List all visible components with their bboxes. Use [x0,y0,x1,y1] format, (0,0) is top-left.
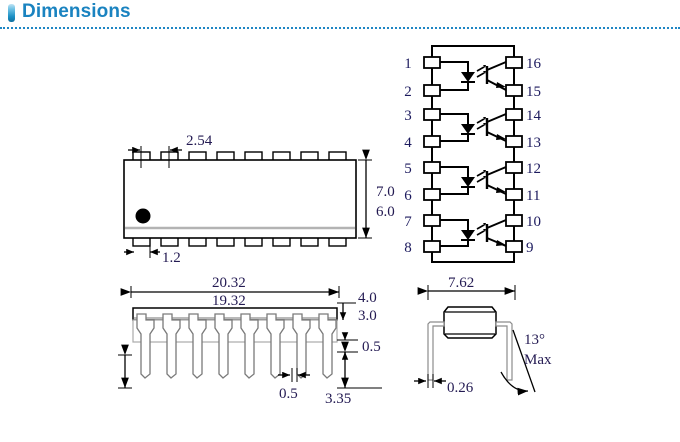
dim-lead-width: 0.5 [279,386,298,402]
dim-lead-span: 7.62 [448,275,474,291]
internal-schematic: 1 2 3 4 5 6 7 8 16 15 14 13 12 11 10 9 [404,45,542,263]
top-view: 2.54 1.2 7.0 6.0 [123,133,395,266]
dim-standoff: 0.5 [362,339,381,355]
top-view-body [123,159,357,239]
pin-label-12: 12 [526,161,541,177]
pin1-dot-marker [135,208,151,224]
pin-label-11: 11 [526,188,540,204]
led-symbol [461,230,475,240]
led-symbol [461,124,475,134]
transistor-emitter-arrow [496,134,506,140]
schematic-left-pads [423,56,441,253]
dim-height-min: 3.0 [358,308,377,324]
pin-label-15: 15 [526,84,541,100]
front-view: 20.32 19.32 [118,275,382,407]
schematic-body-outline [431,45,515,263]
pin-label-14: 14 [526,108,542,124]
dim-overall-length: 20.32 [212,275,246,291]
pin-label-10: 10 [526,214,541,230]
page-title: Dimensions [22,1,131,22]
schematic-channel-4 [440,219,507,247]
transistor-emitter-arrow [496,82,506,88]
dim-body-width-max: 7.0 [376,184,395,200]
pin-label-8: 8 [404,240,412,256]
end-view: 7.62 0.26 13° Max [414,275,552,396]
pin-label-13: 13 [526,135,541,151]
pin-label-9: 9 [526,240,534,256]
led-symbol [461,177,475,187]
dim-seating-plane: 3.35 [325,391,351,407]
schematic-channel-3 [440,166,507,195]
schematic-channel-2 [440,113,507,142]
end-view-lead-right [495,321,513,381]
section-header: Dimensions [0,0,680,30]
dim-lead-thickness: 0.26 [447,380,474,396]
pin-label-1: 1 [404,56,412,72]
front-view-leads [136,313,337,379]
front-view-body-lower [132,319,338,343]
transistor-emitter-arrow [496,187,506,193]
dim-body-width-min: 6.0 [376,204,395,220]
pin-label-16: 16 [526,56,542,72]
schematic-channel-1 [440,61,507,91]
transistor-emitter-arrow [496,240,506,246]
dim-pin-pitch: 2.54 [186,133,213,149]
pin-label-6: 6 [404,188,412,204]
dim-lead-angle-note: Max [524,352,552,368]
dim-lead-angle: 13° [524,332,545,348]
pin-label-5: 5 [404,161,412,177]
pin-label-2: 2 [404,84,412,100]
dim-body-length: 19.32 [212,293,246,309]
led-symbol [461,72,475,82]
header-divider [0,27,680,29]
pin-label-4: 4 [404,135,412,151]
dim-height-max: 4.0 [358,290,377,306]
end-view-body [443,306,497,339]
end-view-lead-left [427,321,445,381]
schematic-right-pads [505,56,523,253]
pin-label-3: 3 [404,108,412,124]
dim-pin-width: 1.2 [162,250,181,266]
pin-label-7: 7 [404,214,412,230]
bar-icon [8,4,15,22]
